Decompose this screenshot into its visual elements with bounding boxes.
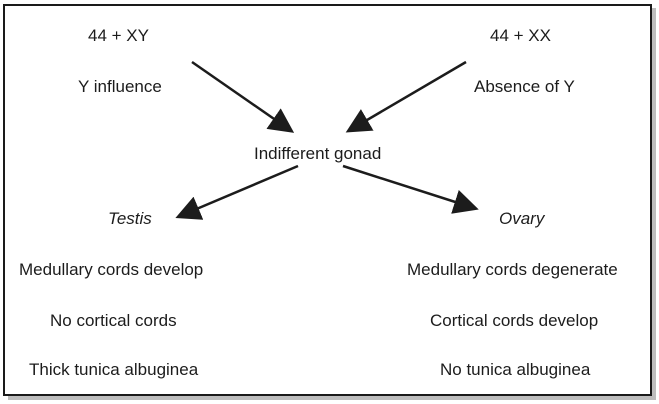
frame-shadow-bottom [8,396,656,400]
arrow-gonad-to-ovary [342,164,479,214]
genotype-xx: 44 + XX [490,26,551,45]
indifferent-gonad-label: Indifferent gonad [254,144,382,163]
arrow-gonad-to-testis [175,164,299,220]
y-influence-label: Y influence [78,77,162,96]
arrow-xx-to-gonad [345,60,467,133]
ovary-label: Ovary [499,209,545,228]
ovary-feature-2: Cortical cords develop [430,311,599,330]
ovary-feature-3: No tunica albuginea [440,360,591,379]
genotype-xy: 44 + XY [88,26,149,45]
testis-feature-1: Medullary cords develop [19,260,204,279]
arrow-xy-to-gonad [191,60,295,133]
frame-shadow-right [652,8,656,400]
testis-feature-2: No cortical cords [50,311,177,330]
testis-feature-3: Thick tunica albuginea [29,360,199,379]
absence-of-y-label: Absence of Y [474,77,575,96]
ovary-feature-1: Medullary cords degenerate [407,260,618,279]
testis-label: Testis [108,209,152,228]
diagram-border [3,4,652,396]
